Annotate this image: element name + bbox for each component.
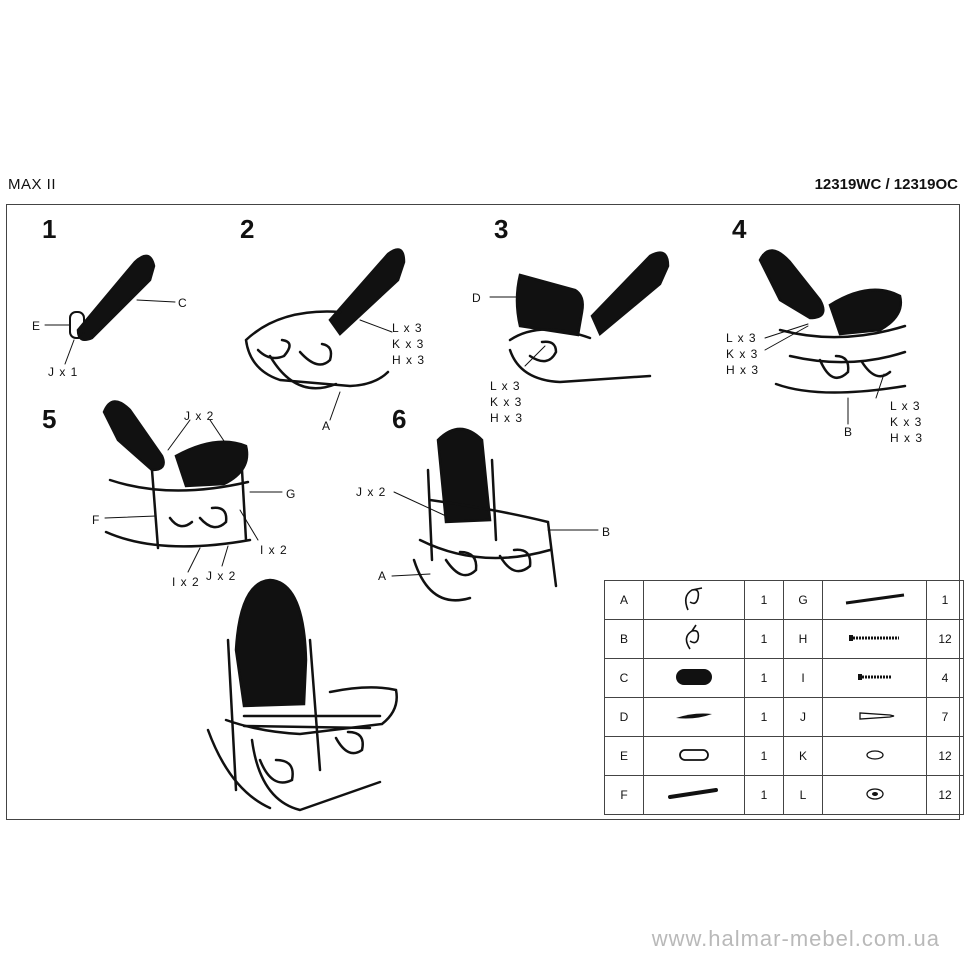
step-number-2: 2 bbox=[240, 214, 255, 244]
final-chair-illustration bbox=[206, 578, 398, 812]
part-id: B bbox=[604, 619, 644, 659]
step3-label-d: D bbox=[472, 291, 482, 305]
step5-label-i-bottom: I x 2 bbox=[172, 575, 200, 589]
part-qty: 12 bbox=[926, 619, 964, 659]
step4-label-b: B bbox=[844, 425, 854, 439]
part-id: A bbox=[604, 580, 644, 620]
cushion-icon bbox=[643, 658, 745, 698]
part-qty: 1 bbox=[744, 619, 784, 659]
part-qty: 1 bbox=[744, 580, 784, 620]
step-number-6: 6 bbox=[392, 404, 407, 434]
part-qty: 12 bbox=[926, 736, 964, 776]
website-url: www.halmar-mebel.com.ua bbox=[651, 926, 940, 951]
frame-part-a-icon bbox=[643, 580, 745, 620]
step2-frame-illustration bbox=[244, 248, 406, 421]
step1-cushion-illustration bbox=[44, 254, 176, 365]
part-qty: 1 bbox=[744, 697, 784, 737]
wood-screw-icon bbox=[822, 697, 927, 737]
step5-label-f: F bbox=[92, 513, 101, 527]
step4-label-fasteners-left: L x 3 K x 3 H x 3 bbox=[726, 331, 760, 378]
product-codes: 12319WC / 12319OC bbox=[814, 176, 958, 193]
frame-part-b-icon bbox=[643, 619, 745, 659]
step5-label-j-bottom: J x 2 bbox=[206, 569, 237, 583]
flat-washer-icon bbox=[822, 775, 927, 815]
part-qty: 7 bbox=[926, 697, 964, 737]
step5-label-j-top: J x 2 bbox=[184, 409, 215, 423]
step4-label-fasteners-right: L x 3 K x 3 H x 3 bbox=[890, 399, 924, 446]
model-name: MAX II bbox=[8, 176, 57, 193]
part-id: K bbox=[783, 736, 823, 776]
step2-label-a: A bbox=[322, 419, 332, 433]
part-id: I bbox=[783, 658, 823, 698]
step2-label-fasteners: L x 3 K x 3 H x 3 bbox=[392, 321, 426, 368]
long-screw-icon bbox=[822, 619, 927, 659]
part-qty: 1 bbox=[926, 580, 964, 620]
step1-label-e: E bbox=[32, 319, 42, 333]
step5-label-g: G bbox=[286, 487, 297, 501]
part-id: H bbox=[783, 619, 823, 659]
step6-assembly-illustration bbox=[391, 427, 599, 602]
step-number-3: 3 bbox=[494, 214, 509, 244]
part-qty: 1 bbox=[744, 736, 784, 776]
step5-assembly-illustration bbox=[102, 400, 283, 573]
step1-label-c: C bbox=[178, 296, 188, 310]
step3-seat-illustration bbox=[489, 251, 670, 384]
step-number-4: 4 bbox=[732, 214, 747, 244]
part-id: J bbox=[783, 697, 823, 737]
washer-icon bbox=[822, 736, 927, 776]
seat-panel-icon bbox=[643, 697, 745, 737]
part-qty: 4 bbox=[926, 658, 964, 698]
part-id: L bbox=[783, 775, 823, 815]
step-number-5: 5 bbox=[42, 404, 57, 434]
step6-label-b: B bbox=[602, 525, 612, 539]
step1-label-j: J x 1 bbox=[48, 365, 79, 379]
part-qty: 12 bbox=[926, 775, 964, 815]
part-id: F bbox=[604, 775, 644, 815]
step3-label-fasteners: L x 3 K x 3 H x 3 bbox=[490, 379, 524, 426]
part-id: D bbox=[604, 697, 644, 737]
step6-label-a: A bbox=[378, 569, 388, 583]
part-id: E bbox=[604, 736, 644, 776]
part-qty: 1 bbox=[744, 658, 784, 698]
rod-icon bbox=[822, 580, 927, 620]
part-id: G bbox=[783, 580, 823, 620]
short-screw-icon bbox=[822, 658, 927, 698]
step4-assembly-illustration bbox=[758, 249, 907, 425]
dowel-icon bbox=[643, 775, 745, 815]
part-id: C bbox=[604, 658, 644, 698]
oval-ring-icon bbox=[643, 736, 745, 776]
step-number-1: 1 bbox=[42, 214, 57, 244]
instruction-frame bbox=[6, 204, 960, 820]
part-qty: 1 bbox=[744, 775, 784, 815]
step5-label-i-right: I x 2 bbox=[260, 543, 288, 557]
step6-label-j: J x 2 bbox=[356, 485, 387, 499]
